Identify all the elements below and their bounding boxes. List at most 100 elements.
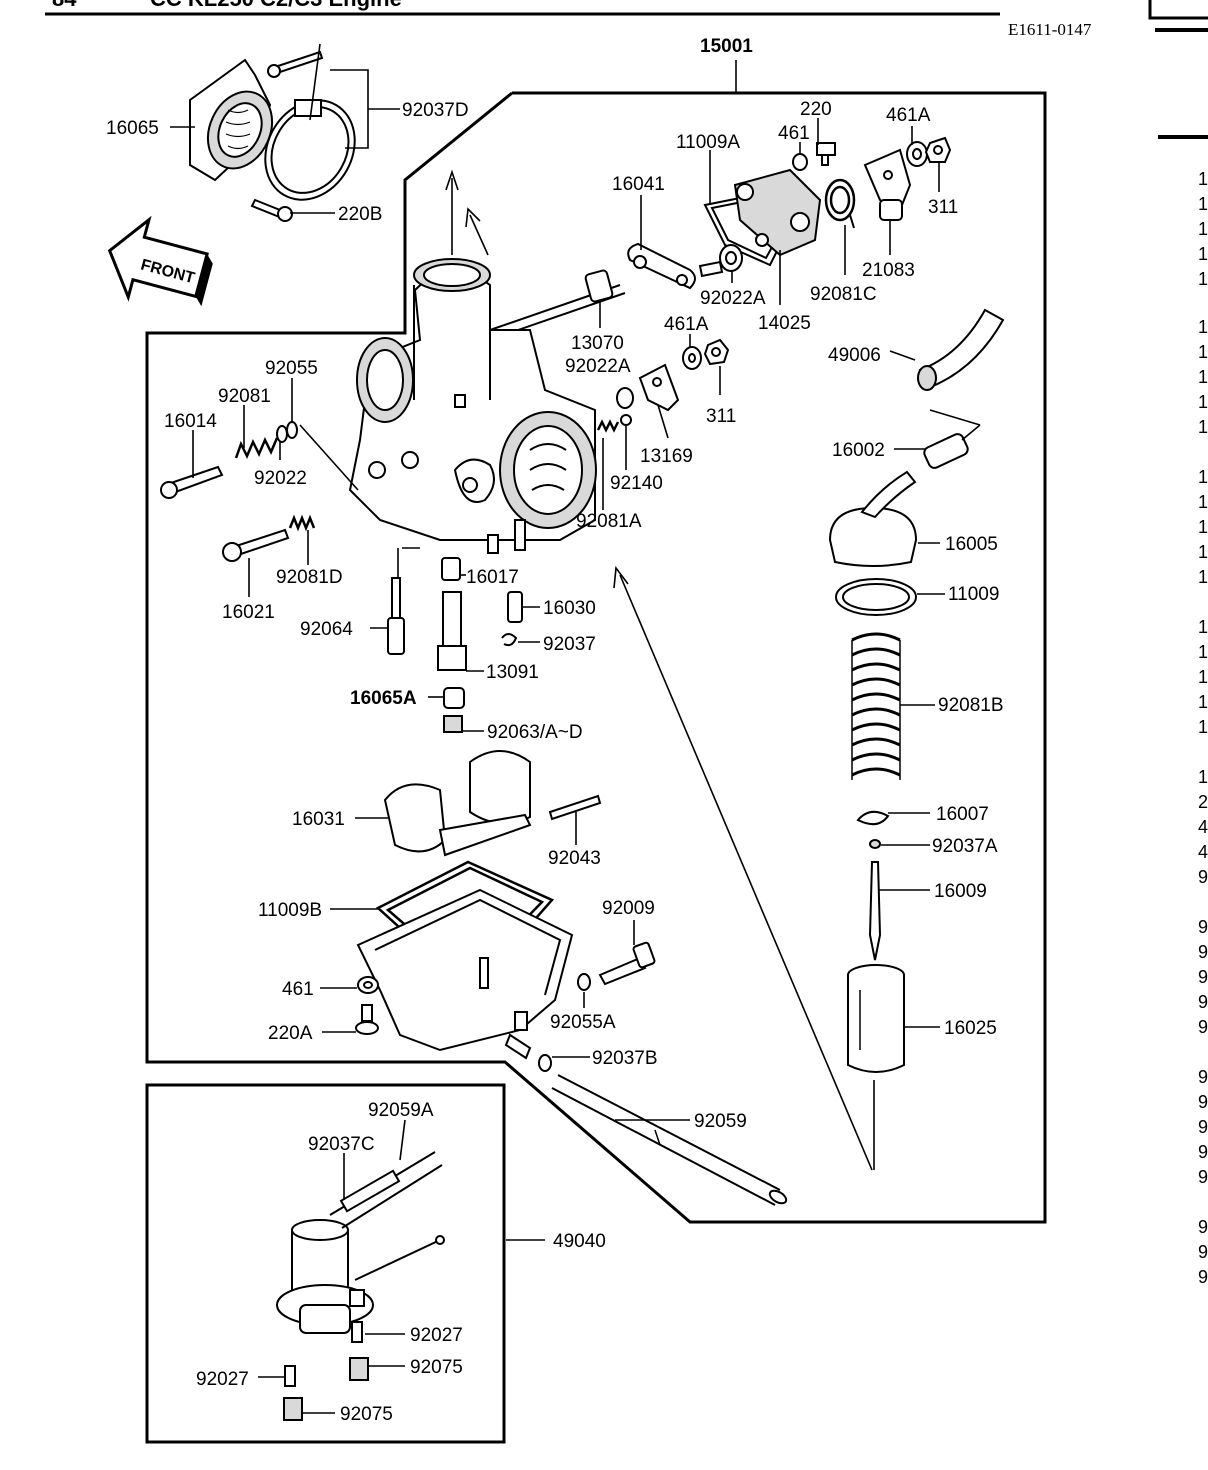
label-16021: 16021 [222, 602, 275, 623]
screw-220b [250, 198, 293, 222]
label-92081c: 92081C [810, 284, 877, 305]
filter-92075-b [283, 1397, 303, 1421]
label-49040: 49040 [553, 1231, 606, 1252]
label-92075-b: 92075 [340, 1404, 393, 1425]
right-column-fragment: 9 [1198, 1217, 1208, 1237]
right-column-fragment: 9 [1198, 1067, 1208, 1087]
right-column-fragment: 1 [1198, 517, 1208, 537]
right-column-fragment: 9 [1198, 942, 1208, 962]
spring-92081b [851, 632, 901, 780]
throttle-valve-16025 [847, 964, 905, 1073]
label-92037d: 92037D [402, 100, 469, 121]
throttle-stop-screw-16021 [222, 528, 290, 562]
label-92037b: 92037B [592, 1048, 658, 1069]
label-92081a: 92081A [576, 511, 642, 532]
washer-92022a-top [719, 244, 743, 272]
right-column-fragment: 1 [1198, 219, 1208, 239]
label-16002: 16002 [832, 440, 885, 461]
label-16005: 16005 [945, 534, 998, 555]
right-column-fragment: 1 [1198, 194, 1208, 214]
right-column-fragment: 1 [1198, 767, 1208, 787]
label-92059a: 92059A [368, 1100, 434, 1121]
label-16007: 16007 [936, 804, 989, 825]
jet-needle-16009 [868, 861, 882, 961]
label-461a-mid: 461A [664, 314, 709, 335]
cover-14025 [733, 168, 822, 257]
right-column-fragment: 1 [1198, 169, 1208, 189]
right-column-fragment: 9 [1198, 1117, 1208, 1137]
filter-92075-a [349, 1357, 369, 1381]
intake-screw [267, 50, 324, 78]
label-16031: 16031 [292, 809, 345, 830]
leader-lines [170, 69, 945, 1414]
right-column-fragment: 1 [1198, 342, 1208, 362]
spring-92081c [824, 178, 856, 229]
front-arrow-icon: FRONT [107, 215, 213, 307]
drain-screw-92009 [598, 941, 656, 986]
right-column-fragment: 9 [1198, 1092, 1208, 1112]
float-16031 [383, 750, 532, 857]
page-header: 84 CC KL250 C2/C3 Engine E1611-0147 [45, 0, 1208, 139]
label-92027-b: 92027 [196, 1369, 249, 1390]
washer-461-low [357, 976, 379, 994]
label-16065: 16065 [106, 118, 159, 139]
oring-11009 [835, 578, 917, 616]
label-14025: 14025 [758, 313, 811, 334]
hose-clamp [264, 99, 356, 201]
label-92059: 92059 [694, 1111, 747, 1132]
washer-92022 [276, 425, 288, 443]
screw-220a [355, 1004, 379, 1035]
drain-hose-92059 [551, 1074, 788, 1206]
right-column-fragment: 1 [1198, 317, 1208, 337]
label-92027-a: 92027 [410, 1325, 463, 1346]
nut-461-top [792, 153, 808, 171]
reference-code: E1611-0147 [1008, 20, 1092, 39]
page-title: CC KL250 C2/C3 Engine [150, 0, 402, 11]
right-column-fragment: 9 [1198, 1142, 1208, 1162]
label-16025: 16025 [944, 1018, 997, 1039]
spring-92081 [234, 437, 279, 459]
nut-311-mid [703, 338, 730, 366]
label-92081d: 92081D [276, 567, 343, 588]
label-92022: 92022 [254, 468, 307, 489]
label-92081b: 92081B [938, 695, 1004, 716]
right-column-fragment: 2 [1198, 792, 1208, 812]
right-column-fragment: 9 [1198, 992, 1208, 1012]
label-92055: 92055 [265, 358, 318, 379]
part-labels: 16065 92037D 220B 11009A 461 220 461A 31… [106, 99, 1004, 1425]
label-92009: 92009 [602, 898, 655, 919]
label-16041: 16041 [612, 174, 665, 195]
right-column-fragment: 9 [1198, 1017, 1208, 1037]
label-311-top: 311 [928, 197, 958, 218]
right-column-fragment: 1 [1198, 567, 1208, 587]
right-column-fragment: 1 [1198, 692, 1208, 712]
right-column-fragment: 1 [1198, 542, 1208, 562]
right-column-fragment: 9 [1198, 1242, 1208, 1262]
right-column-fragment: 1 [1198, 417, 1208, 437]
right-column-fragment: 1 [1198, 492, 1208, 512]
cap-16002 [923, 433, 969, 469]
fuel-pump-frame [145, 1083, 506, 1444]
right-column-fragment: 9 [1198, 917, 1208, 937]
fuel-pump-49040 [276, 1219, 445, 1334]
header-tab [1148, 0, 1208, 20]
washer-461a-mid [682, 346, 702, 370]
bracket-21083 [863, 148, 912, 221]
jet-16065a [443, 687, 465, 709]
right-column-fragment: 9 [1198, 867, 1208, 887]
pin-92027-b [284, 1365, 296, 1387]
label-220: 220 [800, 99, 832, 120]
label-92037a: 92037A [932, 836, 998, 857]
needle-retainer-16007 [856, 810, 890, 826]
washer-461a-top [906, 141, 928, 167]
needle-jet-16017 [441, 557, 461, 581]
nut-311-top [924, 136, 952, 163]
oring-92055 [286, 421, 298, 439]
label-92022a-top: 92022A [700, 288, 766, 309]
right-column-fragment: 9 [1198, 967, 1208, 987]
label-220a: 220A [268, 1023, 313, 1044]
ball-92140 [620, 414, 632, 426]
label-16009: 16009 [934, 881, 987, 902]
screw-220 [816, 142, 836, 166]
